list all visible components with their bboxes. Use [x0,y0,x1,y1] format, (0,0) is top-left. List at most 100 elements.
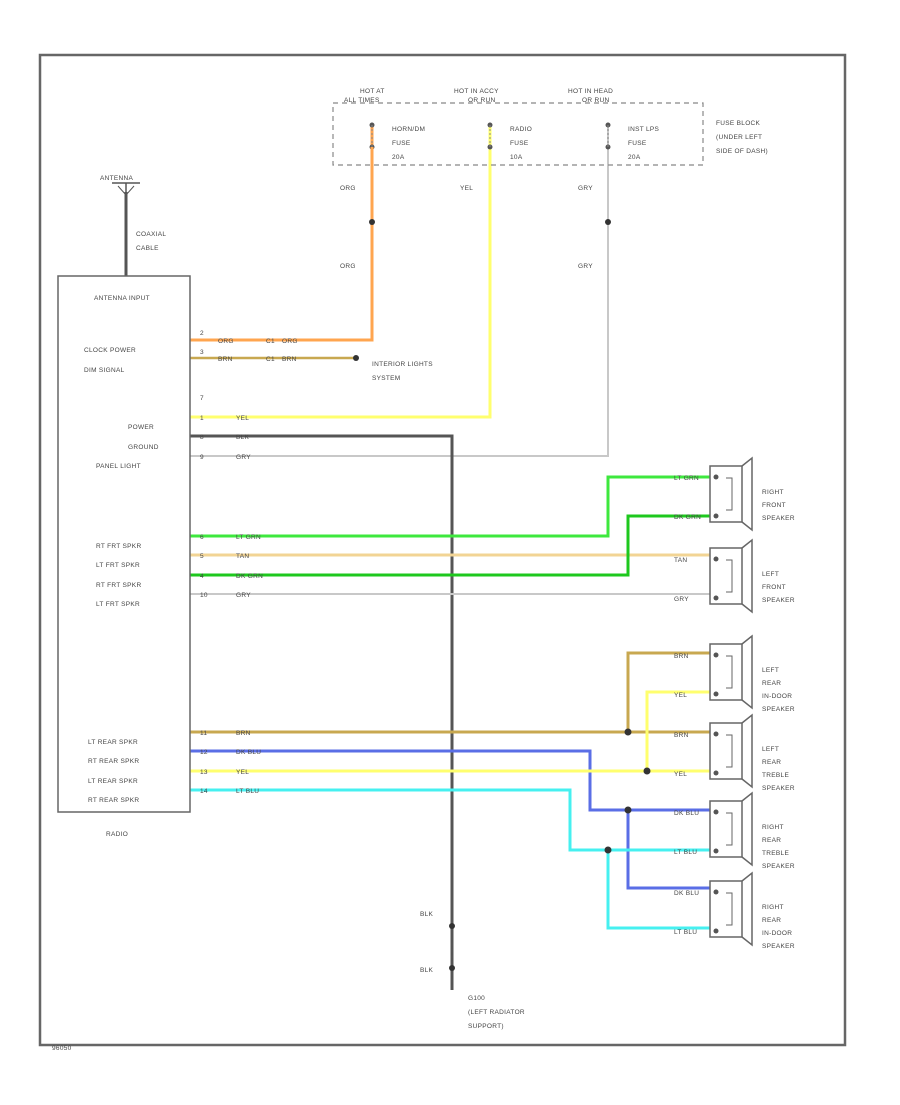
pin-rt-frt-1: RT FRT SPKR [96,543,141,550]
fuse-radio: HOT IN ACCY OR RUN RADIO FUSE 10A [454,88,532,161]
pin-lt-frt-1: LT FRT SPKR [96,562,140,569]
svg-text:DK BLU: DK BLU [236,749,261,756]
svg-text:(LEFT RADIATOR: (LEFT RADIATOR [468,1009,525,1016]
svg-text:10: 10 [200,592,208,599]
svg-text:GRY: GRY [236,454,251,461]
speaker-wire-label: GRY [674,596,689,603]
pin-clock-power: CLOCK POWER [84,347,136,354]
speaker-label: REAR [762,837,781,844]
svg-text:2: 2 [200,330,204,337]
svg-text:(UNDER LEFT: (UNDER LEFT [716,134,762,141]
speaker-label: RIGHT [762,904,784,911]
pin-lt-rear-2: LT REAR SPKR [88,778,138,785]
svg-text:BLK: BLK [420,967,434,974]
svg-text:GRY: GRY [578,263,593,270]
speaker-wire-label: YEL [674,771,687,778]
speaker-label: FRONT [762,502,786,509]
svg-text:HOT IN ACCY: HOT IN ACCY [454,88,499,95]
speaker-label: REAR [762,759,781,766]
speaker-label: REAR [762,917,781,924]
speaker-label: LEFT [762,667,779,674]
svg-text:C1: C1 [266,356,275,363]
svg-text:RADIO: RADIO [510,126,532,133]
svg-text:ORG: ORG [282,338,298,345]
svg-text:20A: 20A [392,154,405,161]
svg-text:ORG: ORG [340,263,356,270]
svg-text:FUSE: FUSE [392,140,411,147]
wire-yel-power [190,125,492,419]
speaker-label: TREBLE [762,772,789,779]
svg-text:FUSE: FUSE [510,140,529,147]
svg-text:C1: C1 [266,338,275,345]
fuse-block-outline [332,102,704,166]
antenna-label: ANTENNA [100,175,134,182]
antenna: ANTENNA COAXIAL CABLE [100,175,166,252]
speaker-wire-label: DK BLU [674,810,699,817]
coax-label: COAXIAL [136,231,166,238]
pin-ground: GROUND [128,444,159,451]
svg-text:8: 8 [200,434,204,441]
svg-text:13: 13 [200,769,208,776]
pin-power: POWER [128,424,154,431]
speaker-wire-label: DK BLU [674,890,699,897]
svg-text:G100: G100 [468,995,485,1002]
ground-point: BLK BLK G100 (LEFT RADIATOR SUPPORT) [420,911,525,1030]
fuse-inst-lps: HOT IN HEAD OR RUN INST LPS FUSE 20A [568,88,659,161]
svg-text:LT BLU: LT BLU [236,788,259,795]
svg-text:YEL: YEL [236,769,249,776]
speaker-label: SPEAKER [762,597,795,604]
speaker-wire-label: TAN [674,557,687,564]
svg-text:HORN/DM: HORN/DM [392,126,425,133]
svg-text:10A: 10A [510,154,523,161]
svg-text:ORG: ORG [218,338,234,345]
diagram-border [38,53,847,1047]
svg-text:20A: 20A [628,154,641,161]
svg-text:12: 12 [200,749,208,756]
wire-labels: ORG C1 ORG BRN C1 BRN YEL BLK GRY LT GRN… [218,338,298,795]
fuse-block: HOT AT ALL TIMES HORN/DM FUSE 20A HOT IN… [332,88,768,175]
pin-rt-rear-2: RT REAR SPKR [88,797,139,804]
speaker-label: IN-DOOR [762,930,792,937]
svg-text:ORG: ORG [340,185,356,192]
pin-rt-frt-2: RT FRT SPKR [96,582,141,589]
svg-text:9: 9 [200,454,204,461]
wire-yel-rear-up [645,690,715,771]
wire-org [190,125,374,342]
diagram-id: 96050 [52,1045,72,1052]
svg-text:HOT IN HEAD: HOT IN HEAD [568,88,613,95]
radio-title: RADIO [106,831,128,838]
svg-text:DK GRN: DK GRN [236,573,263,580]
speaker-wire-label: YEL [674,692,687,699]
svg-text:BRN: BRN [218,356,233,363]
svg-text:YEL: YEL [236,415,249,422]
svg-text:BRN: BRN [282,356,297,363]
svg-text:INTERIOR LIGHTS: INTERIOR LIGHTS [372,361,433,368]
svg-text:BLK: BLK [420,911,434,918]
speaker-wire-label: LT GRN [674,475,699,482]
vertical-wire-labels: ORG ORG YEL GRY GRY [340,185,611,270]
svg-text:HOT AT: HOT AT [360,88,385,95]
wire-dk-grn [190,514,715,577]
speaker-label: TREBLE [762,850,789,857]
wire-lt-blu [190,788,715,852]
svg-text:YEL: YEL [460,185,473,192]
wire-lt-grn [190,475,715,538]
pin-rt-rear-1: RT REAR SPKR [88,758,139,765]
svg-text:BLK: BLK [236,434,250,441]
svg-text:OR RUN: OR RUN [468,97,495,104]
fuse-horn: HOT AT ALL TIMES HORN/DM FUSE 20A [344,88,425,175]
svg-text:ALL TIMES: ALL TIMES [344,97,380,104]
interior-lights: INTERIOR LIGHTS SYSTEM [353,355,433,382]
pin-panel-light: PANEL LIGHT [96,463,141,470]
wire-dk-blu [190,749,715,812]
svg-text:SIDE OF DASH): SIDE OF DASH) [716,148,768,155]
svg-text:11: 11 [200,730,207,737]
speaker-label: SPEAKER [762,515,795,522]
